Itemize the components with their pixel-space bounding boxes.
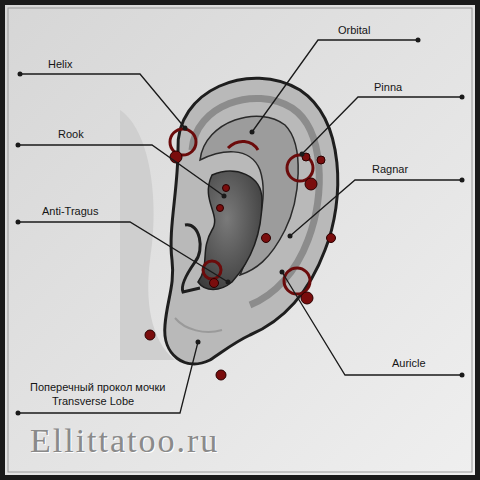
leader-dots	[16, 38, 465, 416]
part-label: Auricle	[392, 357, 426, 370]
part-label: Pinna	[374, 81, 402, 94]
jewelry	[170, 129, 313, 294]
part-label: Transverse Lobe	[52, 395, 134, 408]
tragus	[182, 225, 200, 292]
leader-lines	[18, 40, 462, 413]
concha	[198, 171, 262, 289]
part-label: Ragnar	[372, 163, 408, 176]
inner-frame	[8, 8, 472, 472]
jewelry-balls	[145, 151, 336, 380]
watermark: Ellittatoo.ru	[30, 422, 219, 460]
part-label: Поперечный прокол мочки	[30, 381, 166, 394]
part-label: Anti-Tragus	[42, 205, 98, 218]
part-label: Helix	[48, 58, 72, 71]
lobe-fold	[175, 318, 222, 332]
part-label: Rook	[58, 128, 84, 141]
background	[5, 5, 475, 475]
part-label: Orbital	[338, 24, 370, 37]
helix-fold	[192, 98, 319, 305]
